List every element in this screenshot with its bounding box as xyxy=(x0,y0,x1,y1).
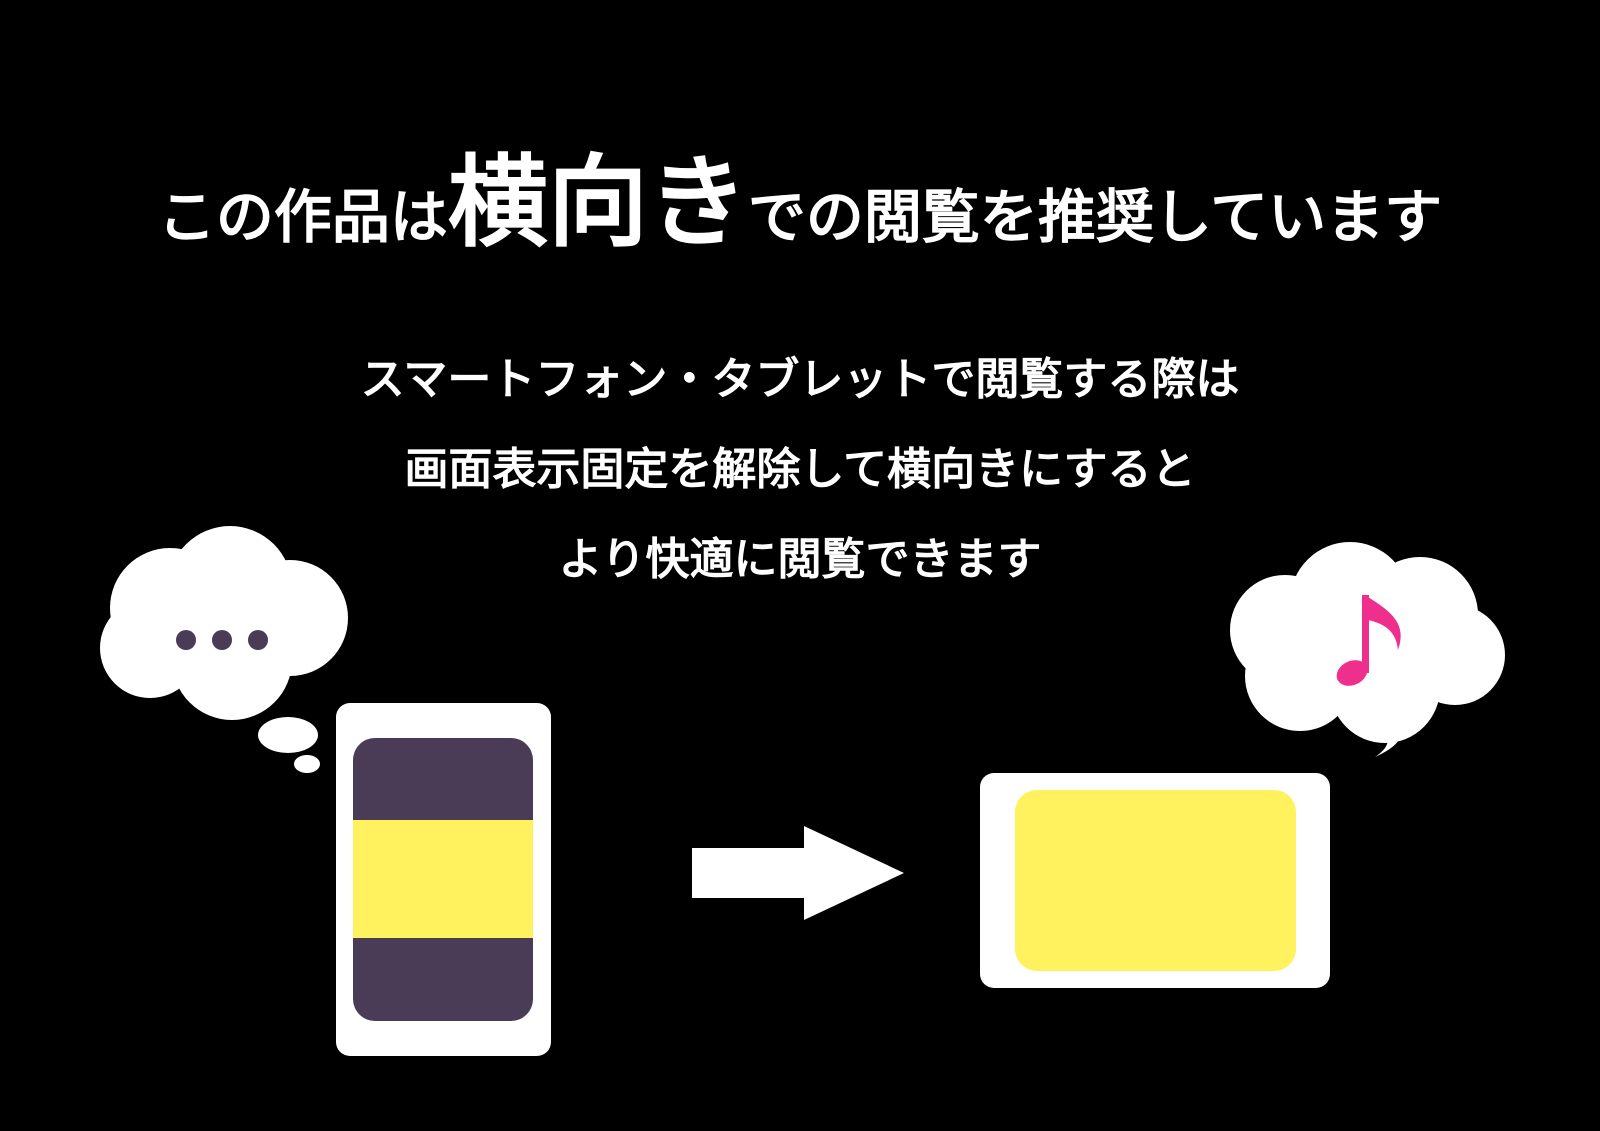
music-note-icon xyxy=(1336,595,1401,686)
instruction-line-2: 画面表示固定を解除して横向きにすると xyxy=(404,444,1196,495)
ellipsis-icon xyxy=(176,630,268,650)
instruction-line-1: スマートフォン・タブレットで閲覧する際は xyxy=(360,354,1240,405)
landscape-tablet-icon xyxy=(980,773,1330,988)
title-emphasis: 横向き xyxy=(447,144,748,261)
instruction-line-3: より快適に閲覧できます xyxy=(558,534,1042,585)
page-title: この作品は横向きでの閲覧を推奨しています xyxy=(0,138,1600,268)
portrait-phone-icon xyxy=(336,703,551,1056)
speech-bubble xyxy=(1230,542,1505,757)
thought-bubble xyxy=(100,526,348,773)
title-part-2: での閲覧を推奨しています xyxy=(747,183,1443,251)
title-part-1: この作品は xyxy=(157,183,448,251)
arrow-right-icon xyxy=(692,826,904,920)
